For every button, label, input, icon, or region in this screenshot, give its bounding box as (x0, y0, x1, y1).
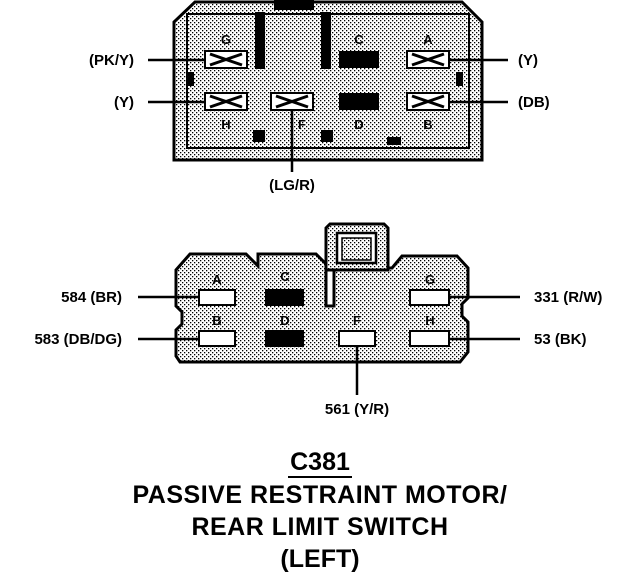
top-wire-label-b: (DB) (518, 94, 550, 111)
top-key-bar-left (255, 12, 265, 69)
bottom-wire-label-f: 561 (Y/R) (325, 401, 389, 418)
top-wire-label-g: (PK/Y) (89, 52, 134, 69)
bottom-pin-label-h: H (425, 313, 434, 328)
caption-line-2: REAR LIMIT SWITCH (191, 513, 449, 541)
top-pin-label-h: H (221, 117, 230, 132)
bottom-terminal-d (265, 330, 304, 347)
bottom-pin-label-b: B (212, 313, 221, 328)
top-wire-label-a: (Y) (518, 52, 538, 69)
bottom-pin-label-f: F (353, 313, 361, 328)
top-pin-label-d: D (354, 117, 363, 132)
top-pin-label-a: A (423, 32, 433, 47)
top-rib-2 (321, 130, 333, 142)
top-side-slot-right (456, 72, 463, 86)
top-pin-label-b: B (423, 117, 432, 132)
top-wire-label-f: (LG/R) (269, 177, 315, 194)
top-terminal-c (339, 51, 379, 68)
top-pin-label-f: F (298, 117, 306, 132)
bottom-wire-label-g: 331 (R/W) (534, 289, 602, 306)
bottom-terminal-b (198, 330, 236, 347)
bottom-terminal-c (265, 289, 304, 306)
top-terminal-f (270, 92, 314, 111)
top-terminal-g (204, 50, 248, 69)
top-latch (274, 0, 314, 10)
top-pin-label-c: C (354, 32, 364, 47)
bottom-connector: A C G B D F H 584 (BR) 583 (DB/DG) 331 (… (34, 222, 602, 418)
bottom-pin-label-a: A (212, 272, 222, 287)
bottom-wire-label-b: 583 (DB/DG) (34, 331, 122, 348)
bottom-wire-label-a: 584 (BR) (61, 289, 122, 306)
bottom-terminal-a (198, 289, 236, 306)
bottom-pin-label-c: C (280, 269, 290, 284)
top-terminal-b (406, 92, 450, 111)
top-key-bar-right (321, 12, 331, 69)
top-terminal-h (204, 92, 248, 111)
caption-line-1: PASSIVE RESTRAINT MOTOR/ (132, 481, 508, 509)
connector-id: C381 (288, 448, 352, 478)
top-pin-label-g: G (221, 32, 231, 47)
top-connector: G C A H F D B (PK/Y) (Y) (Y) (DB) (LG/R) (89, 0, 550, 194)
top-connector-housing (172, 0, 484, 162)
top-rib-1 (253, 130, 265, 142)
top-terminal-d (339, 93, 379, 110)
top-rib-3 (387, 137, 401, 145)
bottom-terminal-f (338, 330, 376, 347)
top-side-slot-left (187, 72, 194, 86)
bottom-key-tower (324, 222, 390, 272)
bottom-wire-label-h: 53 (BK) (534, 331, 587, 348)
bottom-pin-label-g: G (425, 272, 435, 287)
bottom-terminal-g (409, 289, 450, 306)
bottom-terminal-h (409, 330, 450, 347)
caption-line-3: (LEFT) (280, 545, 360, 573)
top-wire-label-h: (Y) (114, 94, 134, 111)
connector-id-caption: C381 (0, 448, 640, 478)
top-terminal-a (406, 50, 450, 69)
bottom-pin-label-d: D (280, 313, 289, 328)
